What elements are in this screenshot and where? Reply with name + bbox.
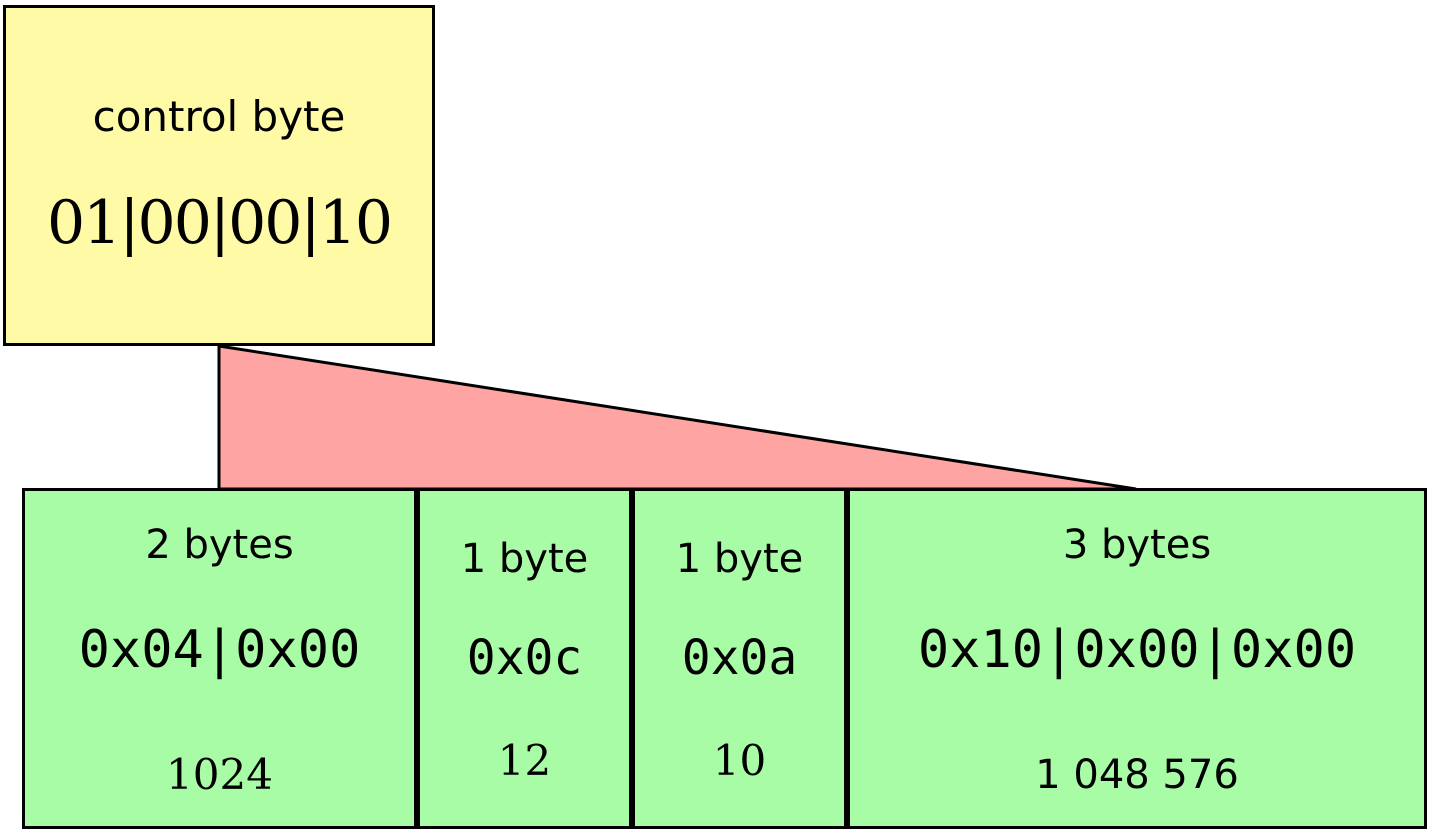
field-3-size-label: 3 bytes xyxy=(1062,522,1212,568)
field-0-decimal: 1024 xyxy=(166,750,273,799)
field-box-3 xyxy=(847,488,1427,829)
control-byte-label: control byte xyxy=(92,92,346,141)
field-2-size-label: 1 byte xyxy=(675,536,804,582)
expansion-wedge xyxy=(217,344,1137,491)
control-byte-value: 01|00|00|10 xyxy=(46,188,393,258)
field-3-decimal: 1 048 576 xyxy=(1035,752,1239,798)
field-2-decimal: 10 xyxy=(712,736,767,785)
field-0-hex: 0x04|0x00 xyxy=(78,620,361,680)
field-0-size-label: 2 bytes xyxy=(145,522,294,568)
control-byte-box xyxy=(3,5,435,346)
field-2-hex: 0x0a xyxy=(681,630,798,686)
field-1-decimal: 12 xyxy=(497,736,552,785)
field-box-0 xyxy=(22,488,417,829)
field-3-hex: 0x10|0x00|0x00 xyxy=(917,620,1357,680)
field-1-hex: 0x0c xyxy=(466,630,583,686)
field-1-size-label: 1 byte xyxy=(460,536,589,582)
field-box-2 xyxy=(632,488,847,829)
field-box-1 xyxy=(417,488,632,829)
